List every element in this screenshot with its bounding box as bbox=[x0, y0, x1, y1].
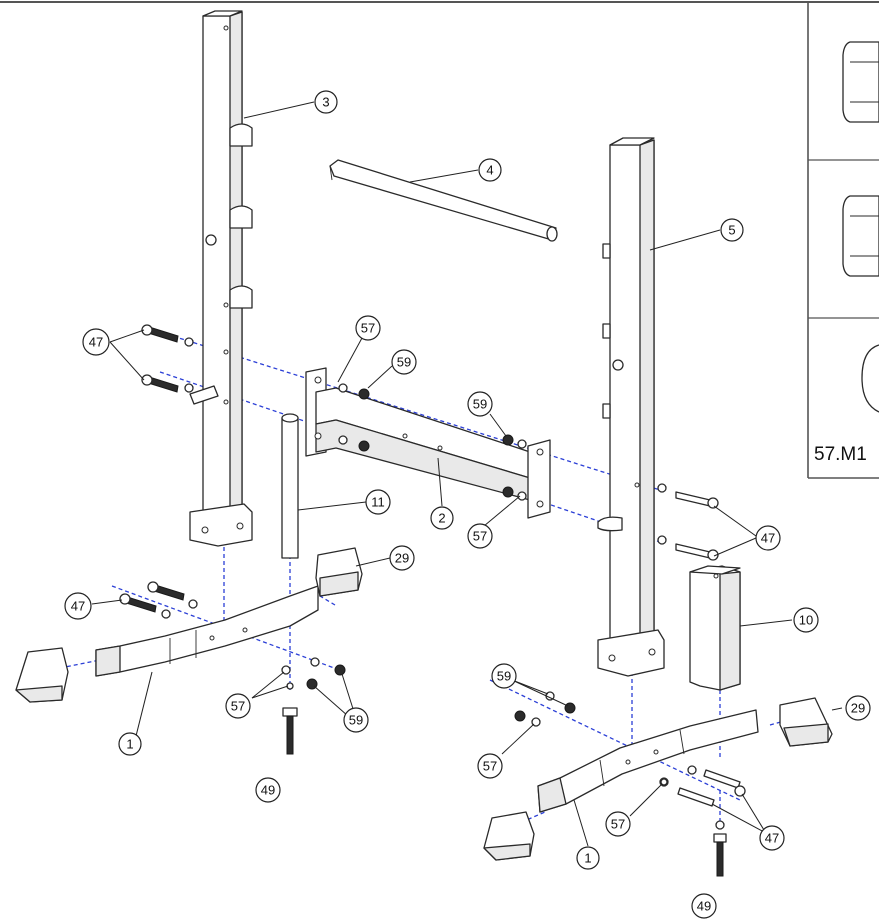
callout-1-left: 1 bbox=[118, 732, 142, 756]
callout-29-left: 29 bbox=[389, 545, 415, 571]
hardware-57-59-left-foot bbox=[281, 657, 346, 690]
legend-nut-icon-middle bbox=[842, 195, 879, 277]
end-cap-right-lower bbox=[483, 811, 535, 861]
bolts-47-right-foot bbox=[659, 765, 746, 807]
part-3-left-upright bbox=[189, 10, 253, 547]
part-29-end-cap-right bbox=[779, 697, 833, 747]
callout-label: 5 bbox=[728, 223, 735, 238]
callout-57-crossbar-top: 57 bbox=[355, 315, 381, 341]
callout-49-left: 49 bbox=[255, 777, 281, 803]
callout-47-right-foot: 47 bbox=[759, 825, 785, 851]
callout-47-right: 47 bbox=[755, 525, 781, 551]
part-29-end-cap-left-upper bbox=[315, 547, 363, 597]
callout-29-right: 29 bbox=[845, 695, 871, 721]
callout-57-right-foot-upper: 57 bbox=[477, 753, 503, 779]
callout-label: 59 bbox=[497, 669, 511, 684]
callout-57-right-foot-lower: 57 bbox=[605, 811, 631, 837]
bolt-49-right bbox=[713, 820, 727, 877]
part-1-right-foot bbox=[537, 709, 759, 813]
end-cap-left-lower bbox=[15, 647, 69, 703]
callout-59-right-foot: 59 bbox=[491, 663, 517, 689]
callout-49-right: 49 bbox=[691, 893, 717, 919]
callout-4: 4 bbox=[478, 158, 502, 182]
callout-label: 4 bbox=[486, 163, 493, 178]
callout-label: 47 bbox=[71, 599, 85, 614]
legend-washer-icon bbox=[861, 344, 879, 413]
legend-label-57: 57.M1 bbox=[814, 444, 867, 465]
callout-label: 29 bbox=[395, 551, 409, 566]
callout-47-left-foot: 47 bbox=[64, 592, 92, 620]
callout-47-upper-left: 47 bbox=[82, 328, 110, 356]
bolts-47-left-foot bbox=[119, 581, 198, 619]
callout-label: 57 bbox=[361, 321, 375, 336]
callout-label: 2 bbox=[438, 511, 445, 526]
callout-57-crossbar-bottom: 57 bbox=[467, 523, 493, 549]
callout-label: 57 bbox=[611, 817, 625, 832]
callout-1-right: 1 bbox=[576, 846, 600, 870]
part-1-left-foot bbox=[95, 585, 319, 677]
part-10-tube bbox=[689, 565, 741, 691]
callout-59-crossbar-top: 59 bbox=[391, 349, 417, 375]
callout-57-left-foot: 57 bbox=[225, 693, 251, 719]
bolt-49-left bbox=[282, 707, 298, 755]
callout-label: 1 bbox=[126, 737, 133, 752]
callout-label: 10 bbox=[799, 613, 813, 628]
callout-label: 57 bbox=[473, 529, 487, 544]
callout-label: 47 bbox=[761, 531, 775, 546]
part-11-post bbox=[281, 413, 299, 559]
callout-label: 57 bbox=[483, 759, 497, 774]
callout-label: 47 bbox=[765, 831, 779, 846]
callout-11: 11 bbox=[365, 489, 391, 515]
legend-nut-icon-top bbox=[842, 41, 879, 123]
assembly-axes bbox=[59, 331, 796, 828]
callout-5: 5 bbox=[720, 218, 744, 242]
callout-label: 49 bbox=[697, 899, 711, 914]
callout-label: 57 bbox=[231, 699, 245, 714]
callout-59-left-foot: 59 bbox=[343, 707, 369, 733]
callout-label: 11 bbox=[371, 495, 385, 510]
callout-10: 10 bbox=[793, 607, 819, 633]
callout-2: 2 bbox=[430, 506, 454, 530]
callout-label: 29 bbox=[851, 701, 865, 716]
callout-label: 1 bbox=[584, 851, 591, 866]
leader-lines bbox=[91, 101, 843, 847]
callout-59-crossbar-right: 59 bbox=[467, 391, 493, 417]
hardware-57-59-crossbar bbox=[338, 383, 527, 501]
page-frame bbox=[0, 1, 879, 479]
callout-label: 47 bbox=[89, 335, 103, 350]
callout-label: 3 bbox=[322, 95, 329, 110]
callout-label: 59 bbox=[473, 397, 487, 412]
callout-label: 59 bbox=[349, 713, 363, 728]
bolts-47-upper-left bbox=[141, 324, 219, 405]
bolts-47-right bbox=[657, 483, 719, 561]
callout-3: 3 bbox=[314, 90, 338, 114]
part-2-crossbar bbox=[305, 367, 551, 519]
callout-label: 59 bbox=[397, 355, 411, 370]
callout-label: 49 bbox=[261, 783, 275, 798]
part-5-right-upright bbox=[597, 137, 665, 677]
part-4-bar bbox=[329, 159, 558, 242]
